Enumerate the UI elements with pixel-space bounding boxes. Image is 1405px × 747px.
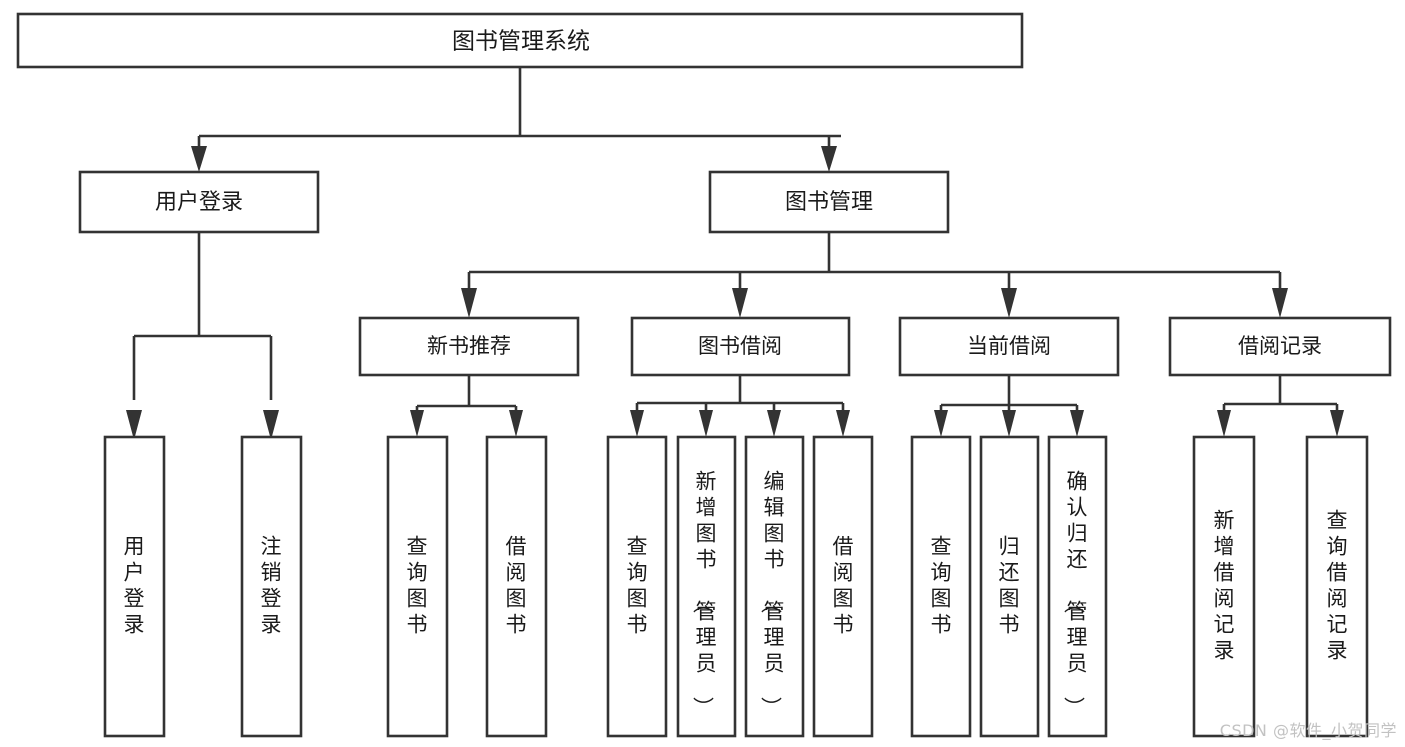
leaf-query-book-borrow-label: 查询图书 [627, 535, 648, 637]
leaf-query-book-recommend-label: 查询图书 [407, 535, 428, 637]
leaf-add-borrow-record-label: 新增借阅记录 [1214, 509, 1235, 663]
connector-newbook-to-leaves [410, 375, 523, 437]
leaf-query-book-current-label: 查询图书 [931, 535, 952, 637]
leaf-logout-label: 注销登录 [261, 535, 282, 637]
node-book-borrow-label: 图书借阅 [698, 334, 782, 358]
node-root[interactable]: 图书管理系统 [16, 12, 1024, 69]
leaf-query-book-borrow[interactable]: 查询图书 [606, 435, 668, 738]
leaf-borrow-book-recommend-label: 借阅图书 [506, 535, 527, 637]
node-borrow-record-label: 借阅记录 [1238, 334, 1322, 358]
leaf-logout[interactable]: 注销登录 [240, 435, 303, 738]
node-book-management-label: 图书管理 [785, 190, 873, 215]
connector-currentborrow-to-leaves [934, 375, 1084, 437]
leaf-confirm-return-admin[interactable]: 确认归还（管理员） [1047, 435, 1108, 738]
leaf-add-borrow-record[interactable]: 新增借阅记录 [1192, 435, 1256, 738]
node-new-book-recommend[interactable]: 新书推荐 [358, 316, 580, 377]
leaf-borrow-book-borrow-label: 借阅图书 [833, 535, 854, 637]
node-current-borrow[interactable]: 当前借阅 [898, 316, 1120, 377]
connector-borrowrecord-to-leaves [1217, 375, 1344, 437]
leaf-return-book-label: 归还图书 [999, 535, 1020, 637]
leaf-add-book-admin[interactable]: 新增图书（管理员） [676, 435, 737, 738]
node-new-book-recommend-label: 新书推荐 [427, 334, 511, 358]
leaf-query-borrow-record[interactable]: 查询借阅记录 [1305, 435, 1369, 738]
node-book-borrow[interactable]: 图书借阅 [630, 316, 851, 377]
leaf-borrow-book-recommend[interactable]: 借阅图书 [485, 435, 548, 738]
leaf-query-book-current[interactable]: 查询图书 [910, 435, 972, 738]
node-borrow-record[interactable]: 借阅记录 [1168, 316, 1392, 377]
connector-root-to-level1 [191, 67, 841, 172]
leaf-return-book[interactable]: 归还图书 [979, 435, 1040, 738]
node-user-login-label: 用户登录 [155, 190, 243, 215]
leaf-user-login[interactable]: 用户登录 [103, 435, 166, 738]
connector-borrowbook-to-leaves [630, 375, 850, 437]
node-root-label: 图书管理系统 [452, 29, 590, 55]
leaf-confirm-return-admin-label: 确认归还（管理员） [1062, 470, 1088, 718]
leaf-add-book-admin-label: 新增图书（管理员） [691, 470, 717, 718]
leaf-edit-book-admin[interactable]: 编辑图书（管理员） [744, 435, 805, 738]
node-user-login[interactable]: 用户登录 [78, 170, 320, 234]
node-book-management[interactable]: 图书管理 [708, 170, 950, 234]
connector-bookmgmt-to-level2 [461, 232, 1288, 318]
leaf-query-borrow-record-label: 查询借阅记录 [1327, 509, 1348, 663]
leaf-edit-book-admin-label: 编辑图书（管理员） [759, 470, 785, 718]
node-current-borrow-label: 当前借阅 [967, 334, 1051, 358]
connector-userlogin-to-leaves [126, 232, 279, 440]
leaf-user-login-label: 用户登录 [124, 535, 145, 637]
leaf-borrow-book-borrow[interactable]: 借阅图书 [812, 435, 874, 738]
leaf-query-book-recommend[interactable]: 查询图书 [386, 435, 449, 738]
